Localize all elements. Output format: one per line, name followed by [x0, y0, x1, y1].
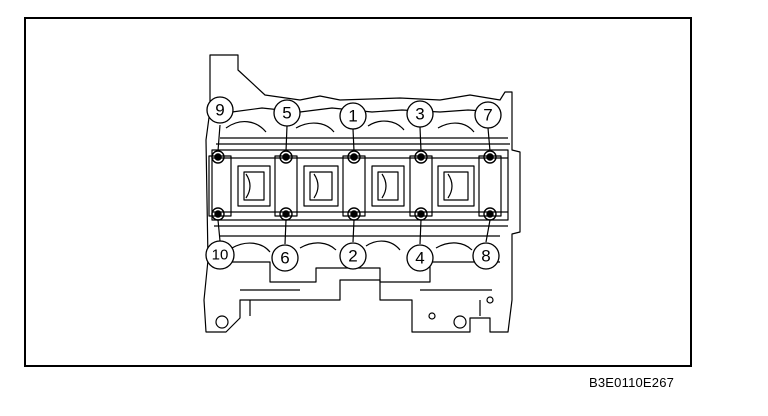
callout-3: 3: [406, 100, 434, 128]
bolts-top: [211, 150, 497, 164]
upper-rib-2: [216, 137, 510, 145]
svg-text:7: 7: [483, 106, 492, 125]
block-outline: [203, 54, 521, 333]
callout-5: 5: [273, 99, 301, 127]
lower-boss-left: [215, 315, 229, 329]
svg-text:1: 1: [348, 107, 357, 126]
bolt-3: [414, 150, 428, 164]
callout-4: 4: [406, 244, 434, 272]
callout-7: 7: [474, 101, 502, 129]
callout-2: 2: [339, 242, 367, 270]
bolt-7: [483, 150, 497, 164]
lower-web: [214, 225, 508, 253]
figure-code: B3E0110E267: [589, 375, 675, 390]
callout-10: 10: [205, 240, 235, 270]
journal-bores: [237, 165, 475, 207]
callout-8: 8: [472, 242, 500, 270]
svg-text:10: 10: [212, 247, 229, 264]
bolt-2: [347, 207, 361, 221]
bearing-caps: [208, 155, 502, 217]
svg-text:3: 3: [415, 105, 424, 124]
leader-lines: [217, 124, 491, 245]
bolt-4: [414, 207, 428, 221]
bolt-1: [347, 150, 361, 164]
lower-boss-mid: [428, 312, 436, 320]
callout-6: 6: [271, 244, 299, 272]
svg-text:4: 4: [415, 249, 424, 268]
bearing-band: [211, 149, 509, 221]
upper-rib: [225, 120, 475, 133]
lower-boss-right2: [486, 296, 494, 304]
bolt-5: [279, 150, 293, 164]
bolts-bottom: [211, 207, 497, 221]
svg-text:8: 8: [481, 247, 490, 266]
bolt-8: [483, 207, 497, 221]
callouts: 9 5 1 3 7 10 6 2: [205, 96, 502, 272]
svg-text:5: 5: [282, 104, 291, 123]
callout-1: 1: [339, 102, 367, 130]
upper-web: [231, 107, 501, 113]
svg-text:2: 2: [348, 247, 357, 266]
bolt-10: [211, 207, 225, 221]
svg-text:6: 6: [280, 249, 289, 268]
bolt-9: [211, 150, 225, 164]
lower-boss-right: [453, 315, 467, 329]
callout-9: 9: [206, 96, 234, 124]
figure-frame: [24, 17, 692, 367]
lower-details: [240, 289, 492, 316]
svg-text:9: 9: [215, 101, 224, 120]
bolt-6: [279, 207, 293, 221]
